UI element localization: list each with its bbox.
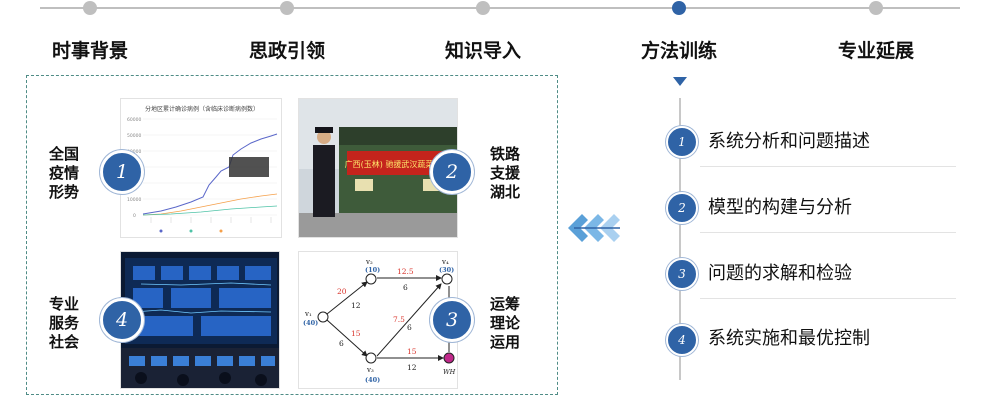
railway-photo-panel: 广西(玉林) 驰援武汉蔬菜专列 xyxy=(298,98,458,238)
step-2-text: 模型的构建与分析 xyxy=(708,197,852,218)
chart-title: 分地区累计确诊病例（含临床诊断病例数） xyxy=(144,106,259,113)
node-wh xyxy=(443,352,455,364)
train-banner-text: 广西(玉林) 驰援武汉蔬菜专列 xyxy=(345,159,450,169)
chart-series-line xyxy=(142,133,278,215)
steps-vertical-line xyxy=(679,98,681,380)
edge-cap: 12 xyxy=(407,363,417,372)
node-v1 xyxy=(317,311,329,323)
epidemic-chart-panel: 分地区累计确诊病例（含临床诊断病例数） 60000 50000 40000 30… xyxy=(120,98,282,238)
node-label: WH xyxy=(443,368,456,376)
step-1-text: 系统分析和问题描述 xyxy=(708,131,870,152)
node-v4 xyxy=(441,273,453,285)
timeline-line xyxy=(40,7,960,9)
node-value: (40) xyxy=(303,319,318,327)
chart-ytick: 0 xyxy=(133,213,136,219)
case-3-badge: 3 xyxy=(430,298,474,342)
node-label: v₂ xyxy=(365,258,373,266)
case-2-badge: 2 xyxy=(430,150,474,194)
node-label: v₁ xyxy=(304,310,312,318)
case-1-label: 全国疫情形势 xyxy=(44,145,84,202)
edge-cap: 6 xyxy=(339,339,344,348)
connector-arrow-icon xyxy=(568,214,620,242)
node-label: v₃ xyxy=(366,366,374,374)
edge-v1-v2 xyxy=(326,281,368,315)
step-separator xyxy=(700,166,956,167)
case-4-label: 专业服务社会 xyxy=(44,295,84,352)
chart-ytick: 50000 xyxy=(127,133,141,139)
case-4-badge: 4 xyxy=(100,298,144,342)
node-v3 xyxy=(365,352,377,364)
edge-v4-v3 xyxy=(376,283,442,357)
step-separator xyxy=(700,298,956,299)
node-value: (10) xyxy=(365,266,380,274)
node-v2 xyxy=(365,273,377,285)
edge-v1-v3 xyxy=(326,319,368,357)
control-room-panel xyxy=(120,251,280,389)
chart-series-line xyxy=(142,205,278,216)
conductor-figure xyxy=(313,145,335,217)
step-2-badge: 2 xyxy=(666,192,698,224)
step-4-badge: 4 xyxy=(666,324,698,356)
case-1-badge: 1 xyxy=(100,150,144,194)
case-2-label-text: 铁路支援湖北 xyxy=(489,145,520,201)
chart-series-line xyxy=(142,193,278,216)
timeline-dot-2 xyxy=(280,1,294,15)
step-4-text: 系统实施和最优控制 xyxy=(708,328,870,349)
active-step-pointer-icon xyxy=(673,77,687,86)
case-1-label-text: 全国疫情形势 xyxy=(48,145,79,201)
chart-ytick: 10000 xyxy=(127,197,141,203)
chart-ytick: 60000 xyxy=(127,117,141,123)
edge-flow: 15 xyxy=(407,347,417,356)
timeline-step-1: 时事背景 xyxy=(51,40,128,62)
case-frame xyxy=(26,75,558,395)
timeline-step-4: 方法训练 xyxy=(640,40,717,62)
case-4-label-text: 专业服务社会 xyxy=(48,295,79,351)
step-1-badge: 1 xyxy=(666,126,698,158)
node-value: (40) xyxy=(365,376,380,384)
timeline-dot-3 xyxy=(476,1,490,15)
node-label: v₄ xyxy=(441,258,449,266)
timeline-step-3: 知识导入 xyxy=(444,40,521,62)
timeline-dot-4 xyxy=(672,1,686,15)
chart-tooltip xyxy=(229,157,269,177)
network-diagram: 20 12 15 6 12.5 6 7.5 6 15 12 v₂ (10) v₁… xyxy=(303,258,456,384)
timeline-step-2: 思政引领 xyxy=(248,40,325,62)
case-2-label: 铁路支援湖北 xyxy=(485,145,525,202)
edge-flow: 20 xyxy=(337,287,347,296)
timeline-dot-5 xyxy=(869,1,883,15)
timeline-step-5: 专业延展 xyxy=(837,40,914,62)
case-3-label: 运筹理论运用 xyxy=(485,295,525,352)
railway-illustration: 广西(玉林) 驰援武汉蔬菜专列 xyxy=(299,99,457,237)
timeline-dot-1 xyxy=(83,1,97,15)
node-value: (30) xyxy=(439,266,454,274)
edge-cap: 6 xyxy=(403,283,408,292)
step-separator xyxy=(700,232,956,233)
edge-flow: 15 xyxy=(351,329,361,338)
edge-cap: 6 xyxy=(407,323,412,332)
step-3-badge: 3 xyxy=(666,258,698,290)
epidemic-chart: 60000 50000 40000 30000 20000 10000 0 xyxy=(127,117,278,233)
edge-cap: 12 xyxy=(351,301,361,310)
control-room-illustration xyxy=(121,258,279,388)
chart-ytick: 40000 xyxy=(127,149,141,155)
step-3-text: 问题的求解和检验 xyxy=(708,263,852,284)
edge-flow: 7.5 xyxy=(393,315,405,324)
edge-flow: 12.5 xyxy=(397,267,414,276)
case-3-label-text: 运筹理论运用 xyxy=(489,295,520,351)
